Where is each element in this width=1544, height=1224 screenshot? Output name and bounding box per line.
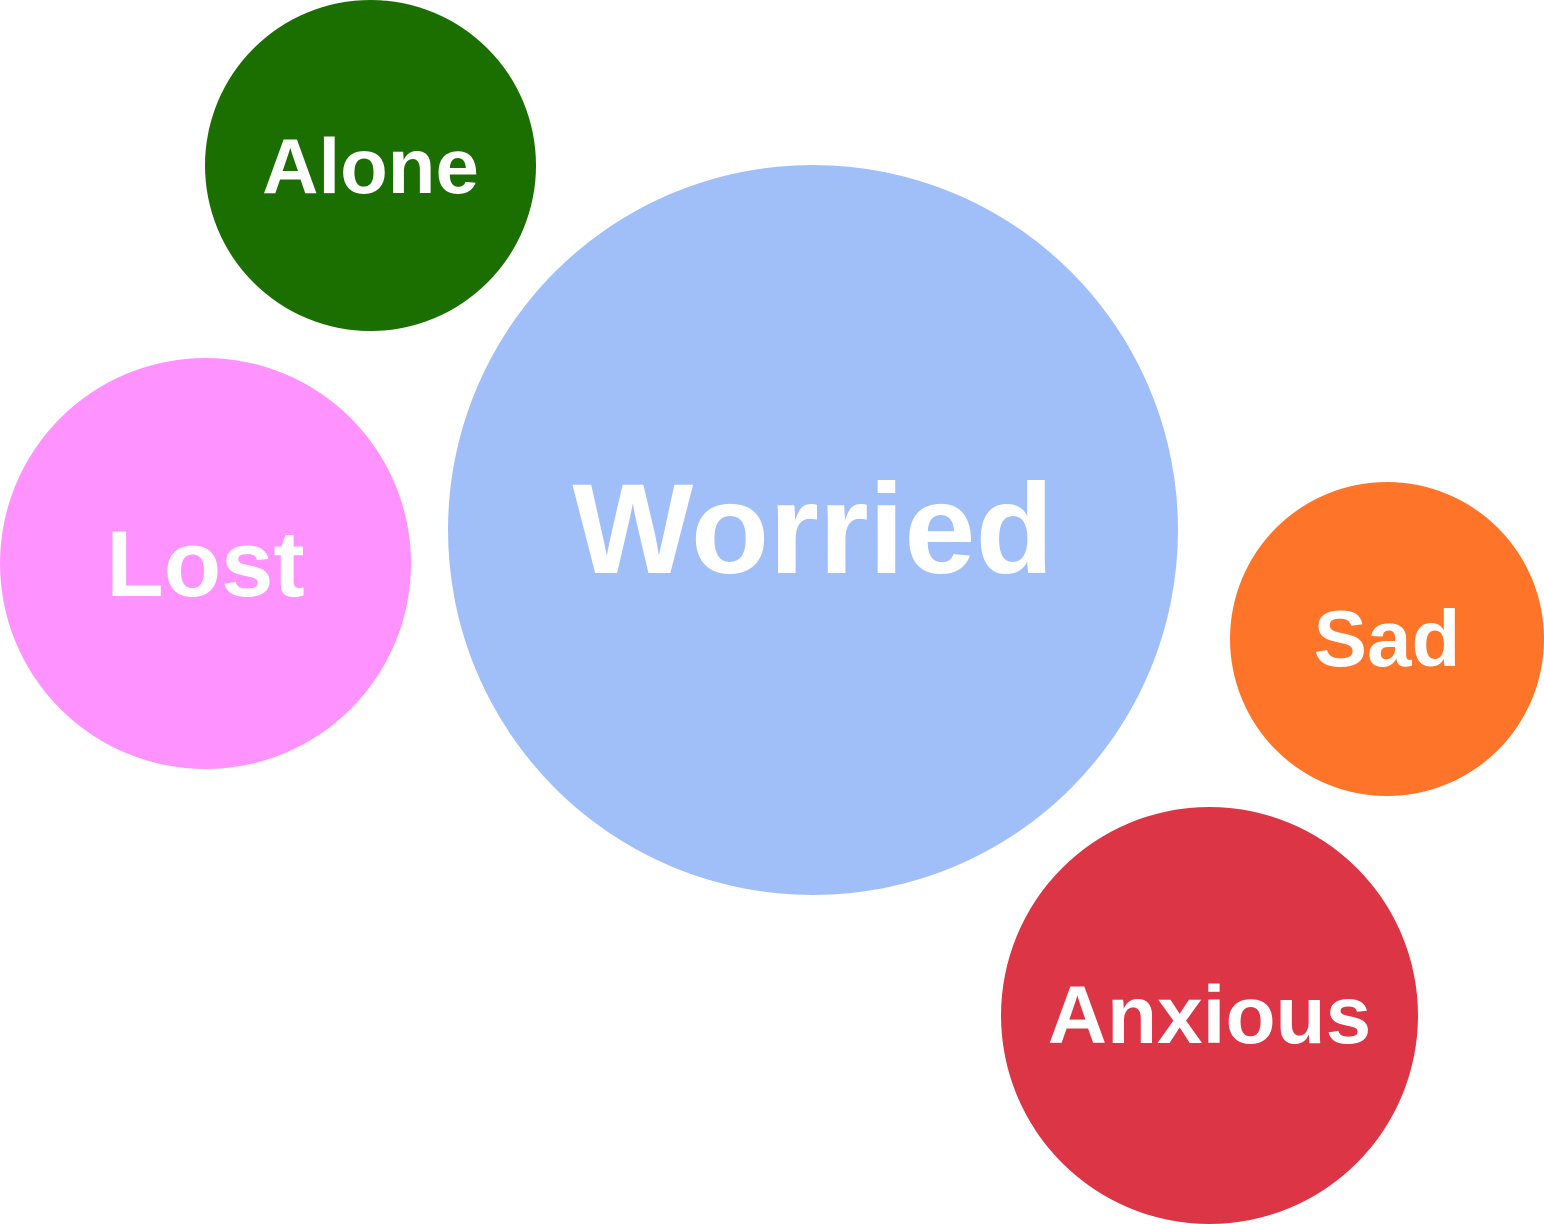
bubble-lost: Lost — [0, 358, 411, 769]
bubble-sad: Sad — [1230, 482, 1544, 796]
bubble-sad-label: Sad — [1313, 594, 1461, 683]
bubble-anxious-label: Anxious — [1047, 969, 1372, 1061]
bubble-alone-label: Alone — [262, 121, 479, 210]
bubble-worried: Worried — [448, 165, 1178, 895]
bubble-alone: Alone — [205, 0, 536, 331]
bubble-worried-label: Worried — [572, 458, 1054, 601]
bubble-lost-label: Lost — [106, 510, 305, 616]
bubble-anxious: Anxious — [1001, 807, 1418, 1224]
